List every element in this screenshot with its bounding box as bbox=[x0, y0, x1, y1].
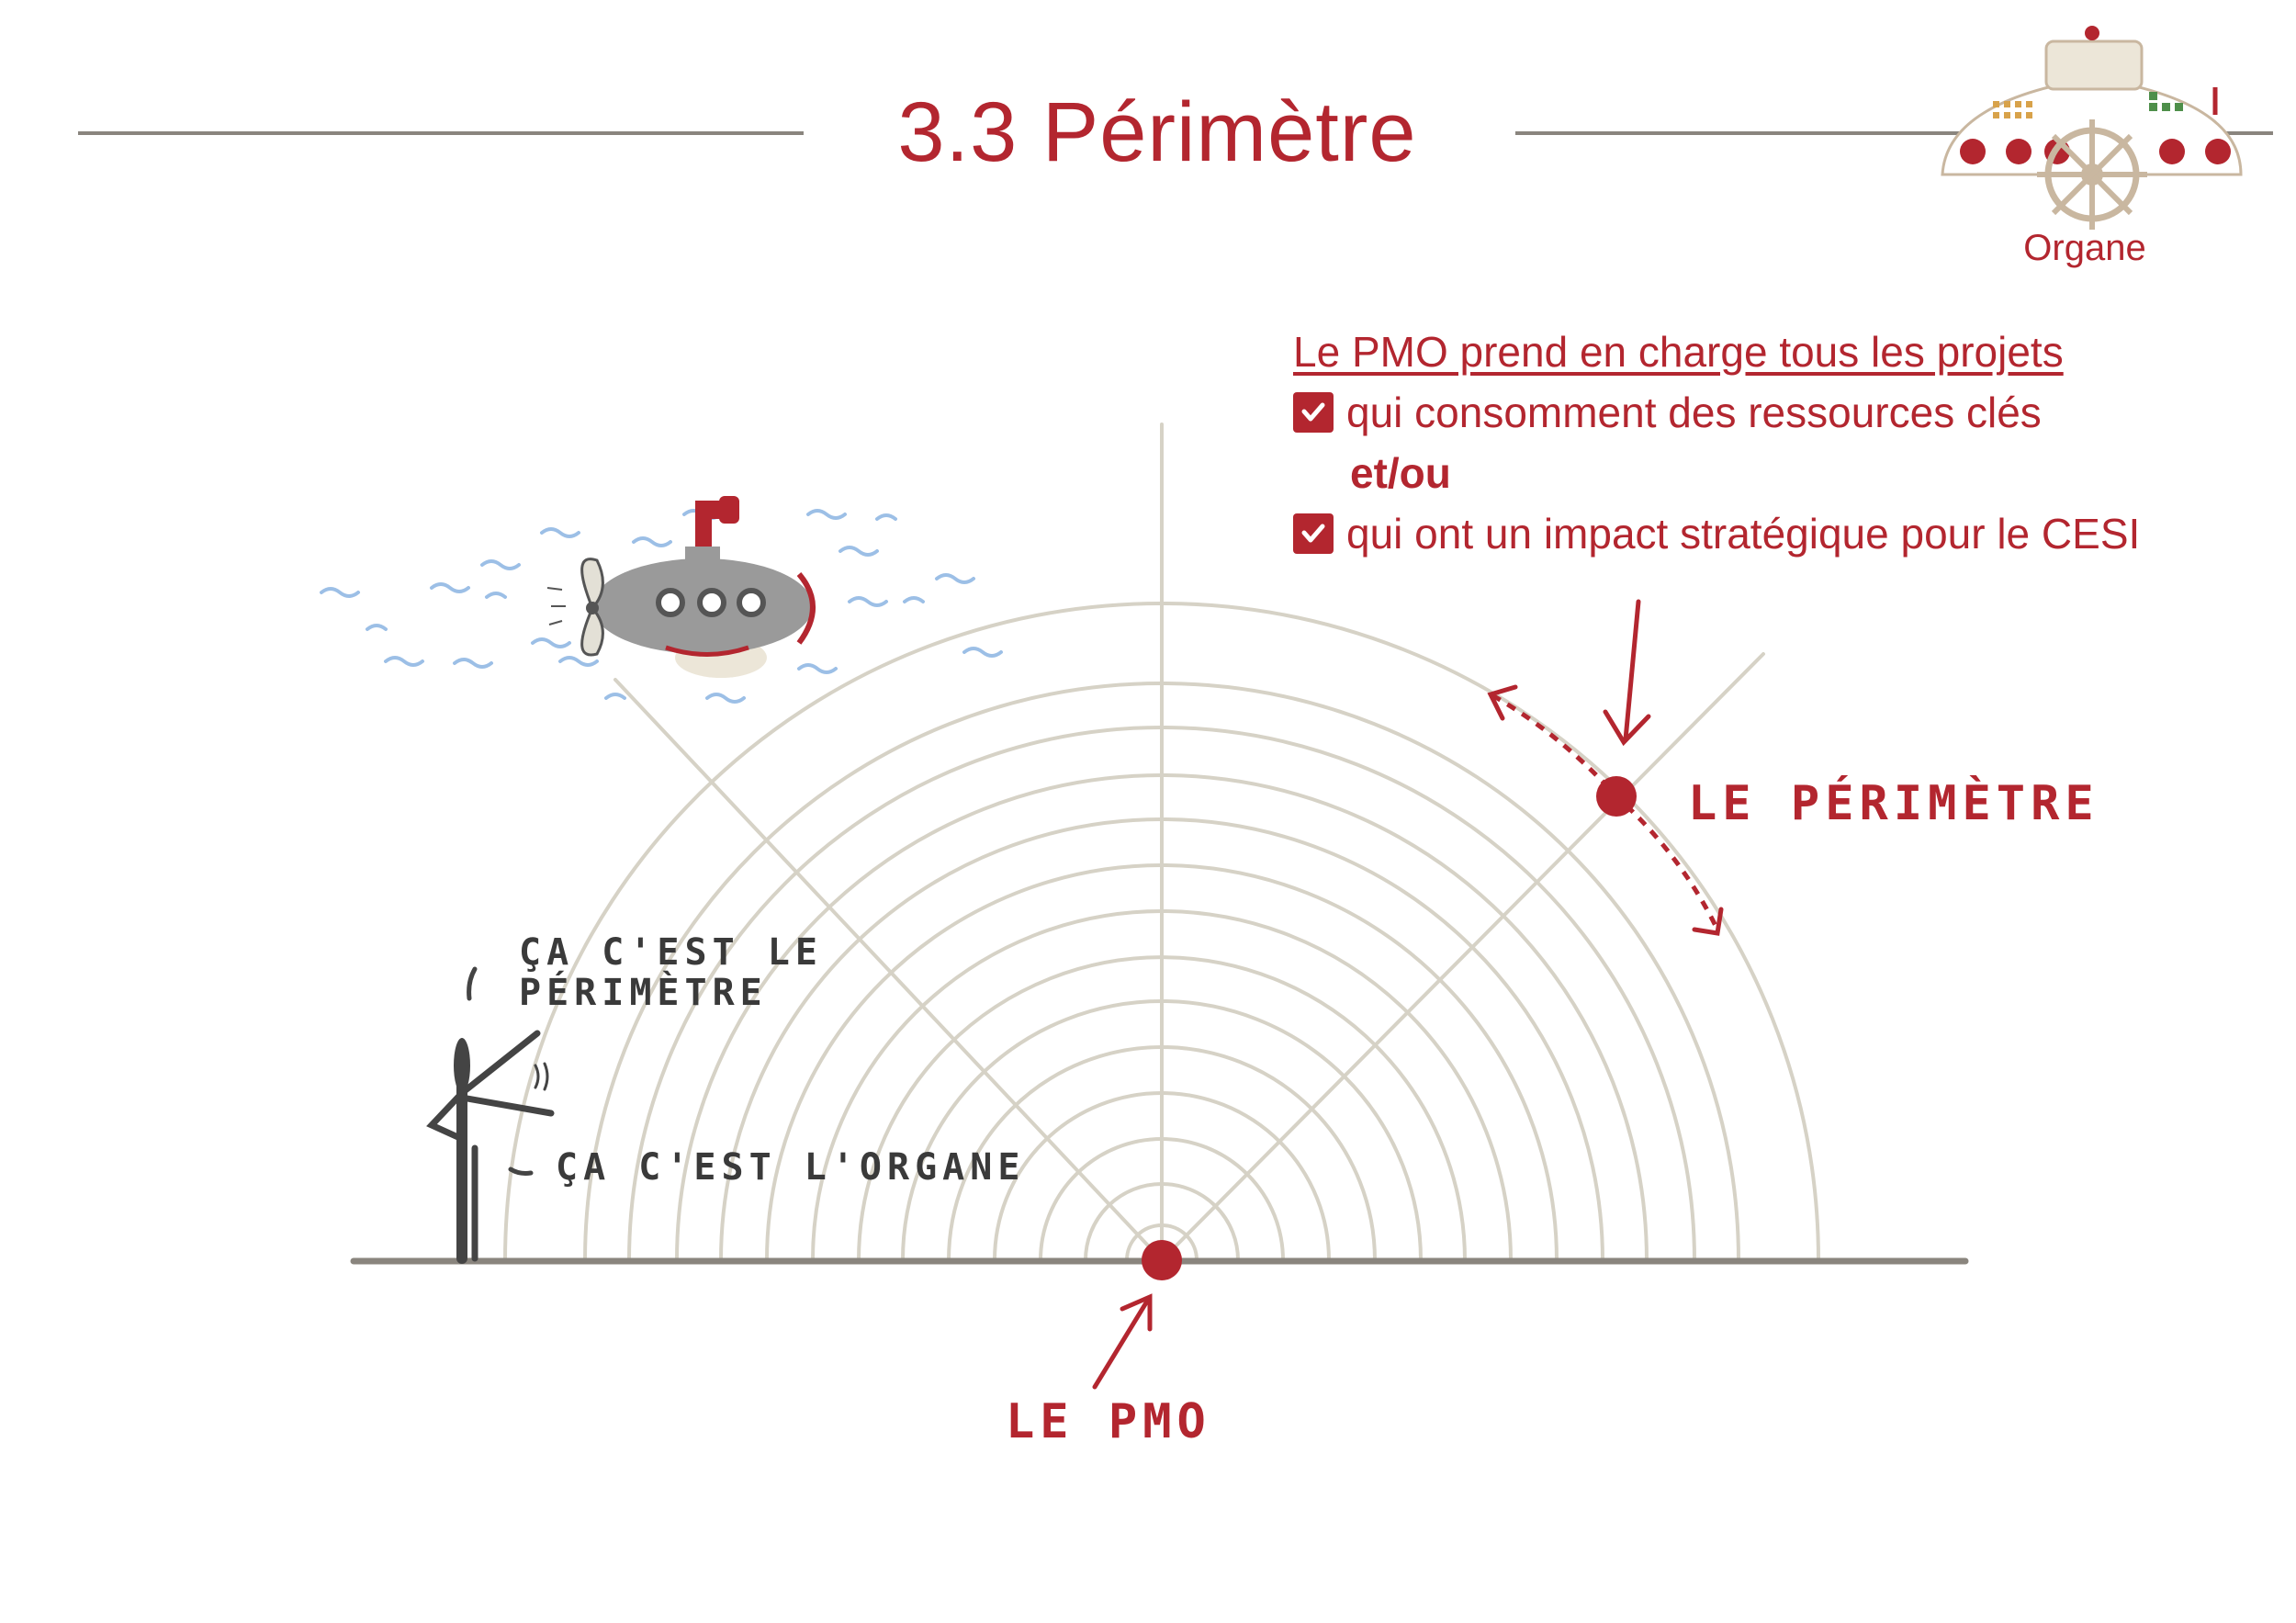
checkbox-checked-icon bbox=[1293, 392, 1334, 433]
criteria-item: qui ont un impact stratégique pour le CE… bbox=[1293, 503, 2140, 564]
speech-organe: ÇA C'EST L'ORGANE bbox=[556, 1146, 1026, 1189]
organe-badge-label: Organe bbox=[2023, 228, 2146, 268]
perimeter-pointer-arrow bbox=[1603, 599, 1651, 747]
pmo-label: LE PMO bbox=[1006, 1394, 1211, 1449]
speech-perimeter: ÇA C'EST LE PÉRIMÈTRE bbox=[519, 931, 823, 1014]
scope-criteria: Le PMO prend en charge tous les projets … bbox=[1293, 321, 2140, 564]
criteria-connector: et/ou bbox=[1350, 449, 1451, 497]
water-waves bbox=[320, 509, 1003, 704]
perimeter-label: LE PÉRIMÈTRE bbox=[1688, 776, 2099, 831]
checkbox-checked-icon bbox=[1293, 513, 1334, 554]
criteria-heading: Le PMO prend en charge tous les projets bbox=[1293, 328, 2064, 376]
ship-control-panel-icon bbox=[1941, 26, 2243, 230]
criteria-item: qui consomment des ressources clés bbox=[1293, 382, 2140, 443]
perimeter-spoke bbox=[1160, 652, 1765, 1262]
perimeter-dot bbox=[1596, 776, 1637, 817]
pmo-arrow bbox=[1092, 1293, 1153, 1390]
criteria-item-text: qui ont un impact stratégique pour le CE… bbox=[1346, 510, 2141, 558]
perimeter-arrowhead-down bbox=[1692, 907, 1724, 936]
perimeter-spokes bbox=[613, 423, 1765, 1262]
criteria-item-text: qui consomment des ressources clés bbox=[1346, 389, 2042, 436]
perimeter-arrowhead-up bbox=[1487, 684, 1518, 721]
submarine-icon bbox=[546, 496, 816, 678]
stick-figure-icon bbox=[426, 966, 555, 1264]
pmo-center-dot bbox=[1142, 1240, 1182, 1280]
perimeter-spoke bbox=[613, 678, 1164, 1262]
page-title: 3.3 Périmètre bbox=[897, 85, 1417, 179]
